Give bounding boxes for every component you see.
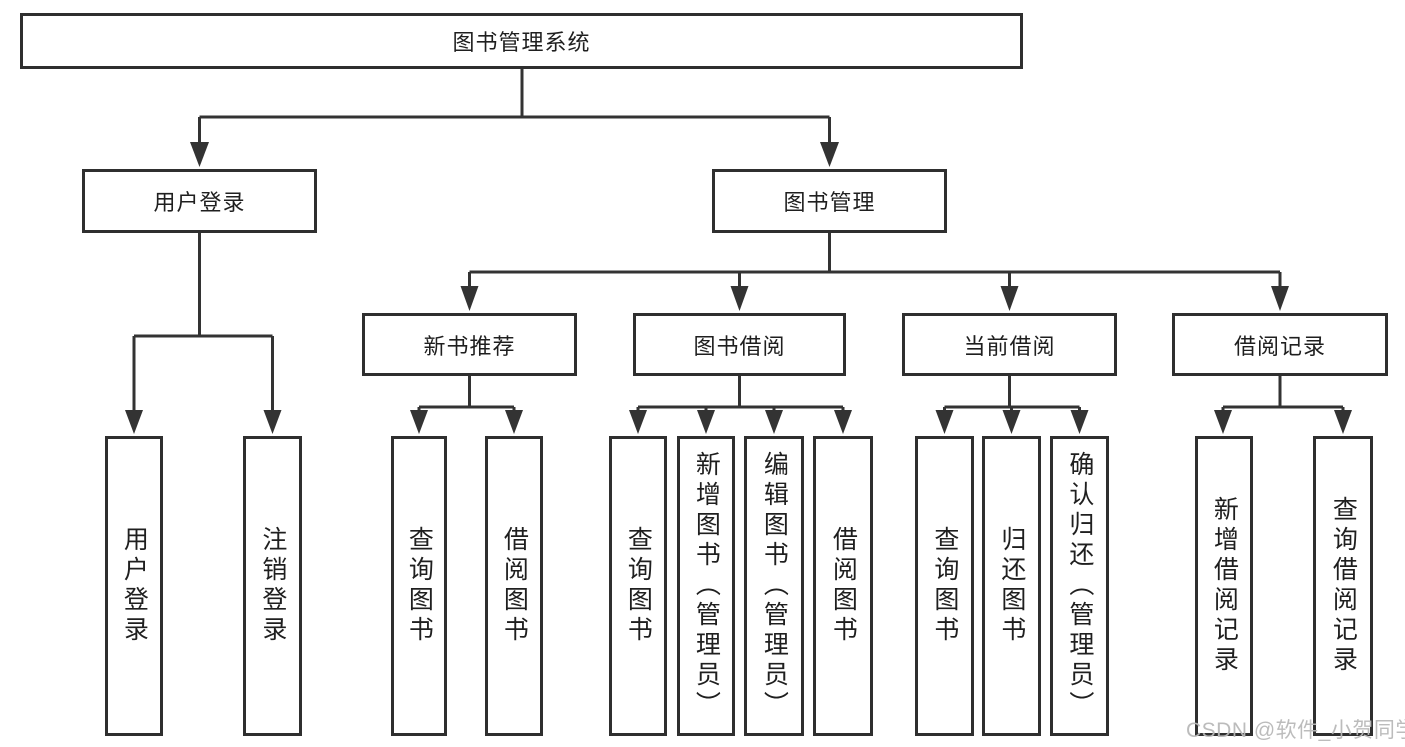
- leaf-user-login: 用户登录: [105, 436, 163, 736]
- leaf-borrowing-borrow-books: 借阅图书: [813, 436, 873, 736]
- leaf-add-borrow-record: 新增借阅记录: [1195, 436, 1253, 736]
- node-label: 当前借阅: [963, 333, 1056, 359]
- leaf-logout: 注销登录: [243, 436, 302, 736]
- node-user-login: 用户登录: [82, 169, 317, 233]
- leaf-recommend-borrow-books: 借阅图书: [485, 436, 543, 736]
- leaf-return-books: 归还图书: [982, 436, 1041, 736]
- leaf-label: 借阅图书: [829, 526, 858, 646]
- leaf-label: 借阅图书: [500, 526, 529, 646]
- leaf-label: 新增图书（管理员）: [692, 451, 721, 721]
- leaf-label: 新增借阅记录: [1210, 496, 1239, 676]
- node-label: 借阅记录: [1233, 333, 1326, 359]
- leaf-borrowing-query-books: 查询图书: [609, 436, 667, 736]
- leaf-label: 查询借阅记录: [1329, 496, 1358, 676]
- node-label: 用户登录: [153, 190, 246, 215]
- leaf-current-query-books: 查询图书: [915, 436, 974, 736]
- leaf-label: 查询图书: [930, 526, 959, 646]
- leaf-recommend-query-books: 查询图书: [391, 436, 447, 736]
- leaf-label: 编辑图书（管理员）: [760, 451, 789, 721]
- node-book-borrowing: 图书借阅: [633, 313, 846, 376]
- leaf-label: 确认归还（管理员）: [1065, 451, 1094, 721]
- leaf-query-borrow-record: 查询借阅记录: [1313, 436, 1373, 736]
- leaf-label: 归还图书: [997, 526, 1026, 646]
- leaf-label: 查询图书: [624, 526, 653, 646]
- node-label: 图书借阅: [693, 333, 786, 359]
- leaf-add-books-admin: 新增图书（管理员）: [677, 436, 735, 736]
- watermark-text: CSDN @软件_小贺同学: [1186, 719, 1405, 742]
- node-current-borrowing: 当前借阅: [902, 313, 1117, 376]
- node-label: 新书推荐: [423, 333, 516, 359]
- leaf-edit-books-admin: 编辑图书（管理员）: [744, 436, 804, 736]
- node-borrowing-records: 借阅记录: [1172, 313, 1388, 376]
- leaf-confirm-return-admin: 确认归还（管理员）: [1050, 436, 1109, 736]
- node-new-book-recommend: 新书推荐: [362, 313, 577, 376]
- leaf-label: 注销登录: [258, 526, 287, 646]
- leaf-label: 查询图书: [405, 526, 434, 646]
- node-label: 图书管理系统: [452, 30, 591, 55]
- leaf-label: 用户登录: [120, 526, 149, 646]
- node-book-management: 图书管理: [712, 169, 947, 233]
- node-label: 图书管理: [783, 190, 876, 215]
- node-root-system: 图书管理系统: [20, 13, 1023, 69]
